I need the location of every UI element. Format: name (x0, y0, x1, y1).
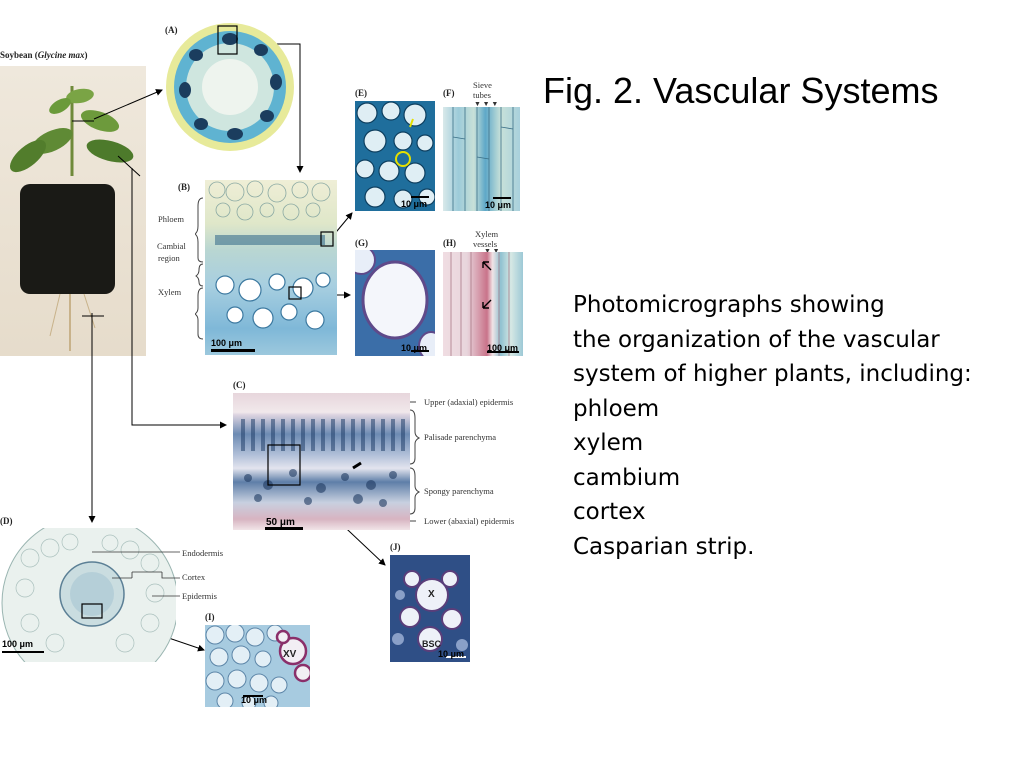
plant-caption-suffix: ) (84, 50, 88, 60)
panel-e-micrograph: 10 μm (355, 101, 435, 211)
panel-e-scale: 10 μm (401, 199, 428, 209)
panel-h-label: (H) (443, 238, 456, 248)
panel-b-brackets (195, 197, 204, 340)
panel-i-label: (I) (205, 612, 215, 622)
body-line-6: cambium (573, 464, 681, 491)
panel-c-micrograph: 50 μm (233, 393, 410, 530)
panel-c-label: (C) (233, 380, 246, 390)
panel-j-scale: 10 μm (438, 649, 465, 659)
label-lower-epidermis: Lower (abaxial) epidermis (424, 516, 515, 526)
label-sieve: Sieve (473, 80, 492, 90)
label-upper-epidermis: Upper (adaxial) epidermis (424, 397, 514, 407)
panel-a-stem-section (163, 20, 298, 155)
label-bsc: BSC (422, 639, 442, 649)
panel-f-label: (F) (443, 88, 455, 98)
panel-d-micrograph: 100 μm (0, 528, 176, 662)
panel-a-label: (A) (165, 25, 178, 35)
body-line-4: phloem (573, 395, 660, 422)
panel-d-leader-lines (92, 551, 180, 597)
body-line-5: xylem (573, 430, 644, 456)
label-endodermis: Endodermis (182, 548, 224, 558)
panel-b-scale: 100 μm (211, 338, 243, 348)
body-line-7: cortex (573, 499, 646, 525)
body-line-8: Casparian strip. (573, 533, 755, 560)
panel-c-brackets (410, 401, 421, 522)
panel-d-scale: 100 μm (2, 639, 34, 649)
panel-g-scale: 10 μm (401, 343, 428, 353)
panel-h-scale: 100 μm (487, 343, 519, 353)
body-line-1: Photomicrographs showing (573, 292, 885, 318)
label-spongy: Spongy parenchyma (424, 486, 494, 496)
plant-caption: Soybean (Glycine max) (0, 50, 88, 60)
slide-title: Fig. 2. Vascular Systems (543, 70, 939, 111)
label-xylem-vessels-1: Xylem (475, 229, 499, 239)
label-tubes: tubes (473, 90, 491, 100)
figure: Soybean (Glycine max) (0, 20, 523, 707)
body-line-2: the organization of the vascular (573, 326, 940, 353)
xylem-vessel-markers: ▼ ▼ (484, 247, 500, 255)
panel-i-scale: 10 μm (241, 695, 268, 705)
label-xylem-vessels-2: vessels (473, 239, 498, 249)
label-cortex: Cortex (182, 572, 206, 582)
label-xv: XV (283, 649, 297, 660)
panel-f-scale: 10 μm (485, 200, 512, 210)
panel-f-micrograph: 10 μm (443, 107, 520, 211)
panel-g-label: (G) (355, 238, 368, 248)
panel-j-label: (J) (390, 542, 401, 552)
label-xylem: Xylem (158, 287, 182, 297)
panel-b-label: (B) (178, 182, 190, 192)
panel-c-scale: 50 μm (266, 517, 295, 528)
body-line-3: system of higher plants, including: (573, 361, 972, 387)
soybean-plant-photo (0, 66, 146, 356)
label-x: X (428, 589, 435, 600)
panel-j-micrograph: X BSC 10 μm (390, 555, 470, 662)
panel-e-label: (E) (355, 88, 367, 98)
panel-i-micrograph: XV 10 μm (205, 625, 310, 707)
label-cambial: Cambial (157, 241, 186, 251)
label-epidermis: Epidermis (182, 591, 217, 601)
plant-caption-species: Glycine max (37, 50, 85, 60)
label-palisade: Palisade parenchyma (424, 432, 496, 442)
panel-d-label: (D) (0, 516, 13, 526)
panel-g-micrograph: 10 μm (355, 250, 435, 356)
sieve-tube-markers: ▼ ▼ ▼ (474, 100, 499, 108)
slide-body: Photomicrographs showing the organizatio… (573, 288, 972, 564)
label-phloem: Phloem (158, 214, 184, 224)
label-region: region (158, 253, 180, 263)
panel-h-micrograph: 100 μm (443, 252, 523, 356)
panel-b-micrograph: 100 μm (205, 180, 337, 355)
plant-caption-prefix: Soybean ( (0, 50, 38, 60)
